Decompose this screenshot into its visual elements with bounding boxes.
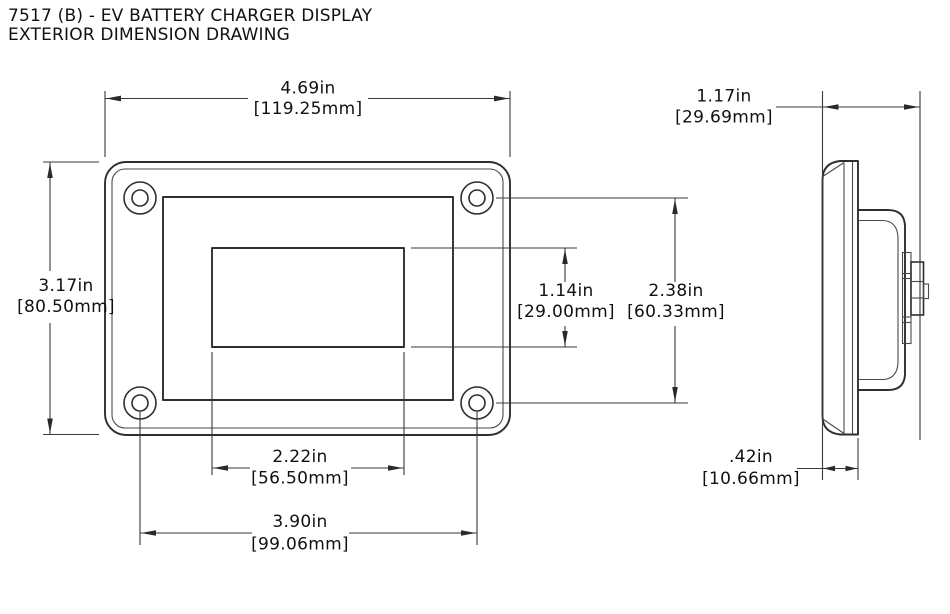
flange-chamfer-bottom [823,419,845,434]
arrowhead-right [388,465,403,471]
hole-outer [123,181,157,215]
hole-inner [131,189,149,207]
dim-text-inches: 1.17in [696,87,751,107]
hole-inner [468,189,486,207]
connector-strip [901,251,912,345]
dim-text-inches: 1.14in [538,281,593,301]
dim-hole-spacing-vertical: 2.38in [60.33mm] [496,197,725,404]
body-outline [857,209,906,391]
arrowhead-up [562,249,568,264]
drawing-title-line2: EXTERIOR DIMENSION DRAWING [8,25,290,45]
arrowhead-down [562,331,568,346]
dim-text-inches: 2.38in [648,281,703,301]
mount-hole-top-left [123,181,157,215]
dim-text-inches: 3.17in [38,276,93,296]
dim-text-inches: 4.69in [280,79,335,99]
arrowhead-down [47,418,53,434]
arrowhead-down [672,387,678,402]
dim-text-inches: 3.90in [272,512,327,532]
arrowhead-right [494,95,509,102]
mount-hole-top-right [460,181,494,215]
arrowhead-left [141,530,156,536]
hole-inner [131,394,149,412]
dim-text-mm: [60.33mm] [627,302,725,322]
hole-inner [468,394,486,412]
dim-text-mm: [119.25mm] [254,99,363,119]
arrowhead-left [106,95,121,102]
dim-text-mm: [29.00mm] [517,302,615,322]
hole-outer [460,181,494,215]
dim-hole-spacing-horizontal: 3.90in [99.06mm] [139,412,478,555]
panel-chamfer-outline [111,168,504,429]
arrowhead-left [823,465,835,472]
dim-text-inches: 2.22in [272,447,327,467]
connector-block [910,261,925,316]
dim-overall-width: 4.69in [119.25mm] [104,79,511,157]
dim-overall-height: 3.17in [80.50mm] [17,161,115,436]
bezel-opening [162,196,454,401]
arrowhead-left [213,465,228,471]
dim-text-mm: [80.50mm] [17,297,115,317]
connector-pin [922,283,930,300]
arrowhead-left [823,104,839,110]
title-block: 7517 (B) - EV BATTERY CHARGER DISPLAY EX… [8,6,373,45]
dim-text-mm: [29.69mm] [675,108,773,128]
display-window [211,247,405,348]
arrowhead-right [904,104,919,110]
dim-text-inches: .42in [729,447,773,467]
dim-text-mm: [56.50mm] [251,469,349,489]
dim-text-mm: [10.66mm] [702,469,800,489]
arrowhead-right [461,530,476,536]
dim-flange-depth: .42in [10.66mm] [702,438,859,489]
flange-chamfer-top [823,162,845,177]
panel-outer-outline [104,161,511,436]
dim-window-width: 2.22in [56.50mm] [211,352,405,489]
rear-connector [901,251,930,345]
arrowhead-up [672,199,678,214]
front-view [104,161,511,436]
drawing-title-line1: 7517 (B) - EV BATTERY CHARGER DISPLAY [8,6,373,26]
body-inner-edge [858,219,899,381]
dim-overall-depth: 1.17in [29.69mm] [675,87,921,480]
dim-text-mm: [99.06mm] [251,535,349,555]
dim-window-height: 1.14in [29.00mm] [411,247,615,348]
side-view [821,160,930,436]
arrowhead-right [845,465,857,472]
arrowhead-up [47,163,53,178]
